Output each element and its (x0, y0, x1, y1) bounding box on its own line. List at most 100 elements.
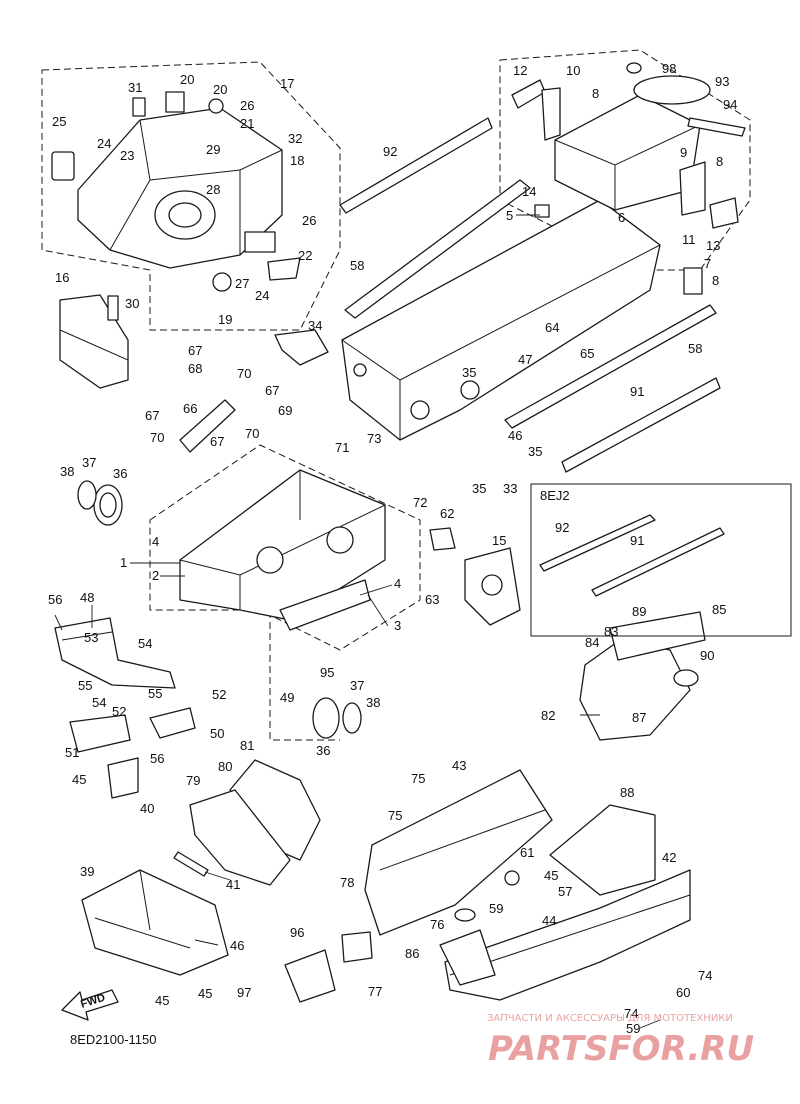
boot-37-upper (77, 480, 97, 510)
callout-70: 70 (237, 366, 251, 381)
bracket-40 (107, 757, 139, 799)
callout-73: 73 (367, 431, 381, 446)
variant-box-label: 8EJ2 (540, 488, 570, 503)
callout-17: 17 (280, 76, 294, 91)
callout-8: 8 (592, 86, 599, 101)
fwd-arrow-icon: FWD (61, 989, 119, 1021)
callout-13: 13 (706, 238, 720, 253)
callout-21: 21 (240, 116, 254, 131)
callout-40: 40 (140, 801, 154, 816)
callout-7: 7 (704, 256, 711, 271)
grommet-20 (208, 98, 224, 114)
bracket-10 (541, 87, 561, 141)
callout-16: 16 (55, 270, 69, 285)
callout-43: 43 (452, 758, 466, 773)
bracket-22 (267, 257, 301, 281)
callout-58: 58 (350, 258, 364, 273)
callout-39: 39 (80, 864, 94, 879)
callout-91: 91 (630, 384, 644, 399)
callout-37b: 37 (350, 678, 364, 693)
callout-6: 6 (618, 210, 625, 225)
callout-3: 3 (394, 618, 401, 633)
callout-20b: 20 (213, 82, 227, 97)
bracket-86 (439, 929, 496, 986)
callout-67b: 67 (265, 383, 279, 398)
callout-67d: 67 (210, 434, 224, 449)
bracket-66 (179, 399, 236, 453)
callout-93: 93 (715, 74, 729, 89)
callout-20: 20 (180, 72, 194, 87)
callout-31: 31 (128, 80, 142, 95)
bracket-9 (679, 161, 706, 216)
callout-67c: 67 (145, 408, 159, 423)
front-frame-group-outline (149, 444, 421, 651)
belly-pan-assembly (81, 869, 229, 976)
cap-90 (673, 669, 699, 687)
callout-94: 94 (723, 97, 737, 112)
callout-69: 69 (278, 403, 292, 418)
callout-33: 33 (503, 481, 517, 496)
callout-85: 85 (712, 602, 726, 617)
callout-92b: 92 (555, 520, 569, 535)
variant-box (530, 483, 792, 637)
boot-37-lower (342, 702, 362, 734)
callout-45: 45 (72, 772, 86, 787)
watermark-brand: PARTSFOR.RU (488, 1029, 754, 1069)
strip-94 (687, 117, 746, 137)
callout-45b: 45 (155, 993, 169, 1008)
tunnel-hole-right (460, 380, 480, 400)
callout-62: 62 (440, 506, 454, 521)
callout-19: 19 (218, 312, 232, 327)
callout-77: 77 (368, 984, 382, 999)
plate-31 (132, 97, 146, 117)
callout-74b: 74 (624, 1006, 638, 1021)
variant-box-frame (530, 483, 792, 637)
callout-54b: 54 (92, 695, 106, 710)
skid-43-assembly (364, 769, 553, 936)
tunnel-brackets (511, 62, 746, 295)
callout-1: 1 (120, 555, 127, 570)
bracket-30 (107, 295, 119, 321)
callout-92: 92 (383, 144, 397, 159)
callout-83: 83 (604, 624, 618, 639)
callout-56: 56 (48, 592, 62, 607)
rear-frame-assembly (51, 91, 301, 292)
callout-84: 84 (585, 635, 599, 650)
skid-42-assembly (439, 804, 691, 1001)
callout-70c: 70 (245, 426, 259, 441)
callout-11: 11 (682, 232, 696, 247)
callout-47: 47 (518, 352, 532, 367)
bracket-7 (683, 267, 703, 295)
callout-24: 24 (97, 136, 111, 151)
watermark-tagline: ЗАПЧАСТИ И АКСЕССУАРЫ ДЛЯ МОТОТЕХНИКИ (487, 1013, 733, 1024)
callout-25: 25 (52, 114, 66, 129)
strip-91 (561, 377, 721, 473)
callout-8b: 8 (716, 154, 723, 169)
callout-95: 95 (320, 665, 334, 680)
callout-24b: 24 (255, 288, 269, 303)
callout-30: 30 (125, 296, 139, 311)
callout-96: 96 (290, 925, 304, 940)
callout-67: 67 (188, 343, 202, 358)
bracket-77 (341, 931, 373, 963)
callout-32: 32 (288, 131, 302, 146)
callout-80: 80 (218, 759, 232, 774)
callout-71: 71 (335, 440, 349, 455)
callout-26: 26 (240, 98, 254, 113)
callout-88: 88 (620, 785, 634, 800)
callout-35c: 35 (472, 481, 486, 496)
callout-74: 74 (698, 968, 712, 983)
callout-28: 28 (206, 182, 220, 197)
callout-58b: 58 (688, 341, 702, 356)
callout-54: 54 (138, 636, 152, 651)
variant-strip-92 (539, 514, 656, 572)
callout-66: 66 (183, 401, 197, 416)
boot-36-lower (312, 697, 340, 739)
callout-79: 79 (186, 773, 200, 788)
callout-55b: 55 (148, 686, 162, 701)
front-frame-hole-left (256, 546, 284, 574)
callout-65: 65 (580, 346, 594, 361)
bumper-assembly (54, 617, 196, 799)
callout-78: 78 (340, 875, 354, 890)
